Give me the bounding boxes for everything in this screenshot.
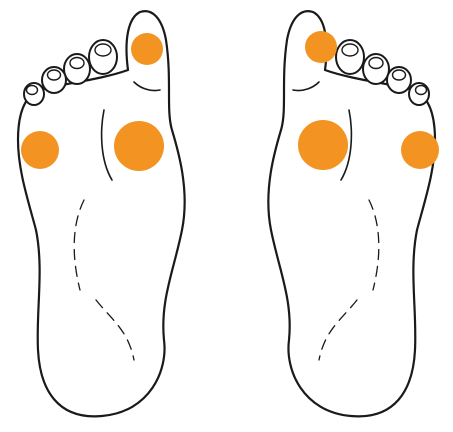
- left-toe-3-nail: [70, 58, 84, 69]
- right-outer-ball-marker: [401, 131, 439, 169]
- right-toe-5-nail: [416, 86, 427, 95]
- left-outer-ball-marker: [21, 131, 59, 169]
- right-toe-4-nail: [393, 70, 406, 80]
- left-foot: [18, 11, 185, 416]
- right-toe-2-nail: [342, 44, 358, 56]
- right-foot: [268, 11, 439, 416]
- right-big-toe-marker: [305, 31, 337, 63]
- left-ball-marker: [114, 121, 164, 171]
- left-big-toe-marker: [131, 33, 163, 65]
- left-toe-5-nail: [27, 86, 38, 95]
- right-ball-marker: [298, 120, 348, 170]
- right-toe-3-nail: [369, 58, 383, 69]
- left-toe-4-nail: [48, 70, 61, 80]
- left-toe-2-nail: [95, 44, 111, 56]
